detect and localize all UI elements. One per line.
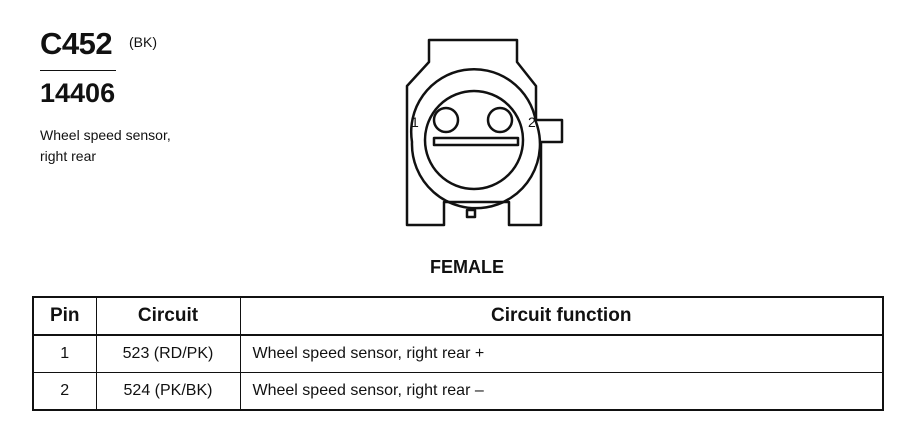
description-line-1: Wheel speed sensor, bbox=[40, 127, 171, 143]
part-number: 14406 bbox=[40, 78, 116, 108]
table-row: 1 523 (RD/PK) Wheel speed sensor, right … bbox=[32, 334, 884, 373]
connector-face-drawing bbox=[405, 38, 564, 227]
terminal-slot bbox=[432, 136, 520, 147]
pin-cavity-1 bbox=[432, 106, 460, 134]
bottom-notch bbox=[465, 208, 477, 219]
cell-function: Wheel speed sensor, right rear + bbox=[239, 334, 884, 373]
header-circuit: Circuit bbox=[95, 296, 241, 336]
header-divider bbox=[40, 70, 116, 71]
pin-label-2: 2 bbox=[528, 114, 536, 130]
header-circuit-function: Circuit function bbox=[239, 296, 884, 336]
cell-circuit: 523 (RD/PK) bbox=[95, 334, 241, 373]
pinout-table: Pin Circuit Circuit function 1 523 (RD/P… bbox=[32, 296, 884, 411]
pin-label-1: 1 bbox=[411, 114, 419, 130]
cell-pin: 1 bbox=[32, 334, 97, 373]
table-header-row: Pin Circuit Circuit function bbox=[32, 296, 884, 336]
connector-body-outer-ring bbox=[410, 68, 542, 210]
connector-id: C452 bbox=[40, 26, 113, 61]
pin-cavity-2 bbox=[486, 106, 514, 134]
color-code: (BK) bbox=[129, 34, 157, 50]
connector-body-inner-ring bbox=[423, 89, 525, 191]
description-line-2: right rear bbox=[40, 148, 97, 164]
cell-pin: 2 bbox=[32, 372, 97, 411]
header-pin: Pin bbox=[32, 296, 97, 336]
connector-housing-outline bbox=[405, 38, 564, 227]
cell-function: Wheel speed sensor, right rear – bbox=[239, 372, 884, 411]
connector-gender-label: FEMALE bbox=[430, 257, 504, 277]
cell-circuit: 524 (PK/BK) bbox=[95, 372, 241, 411]
table-row: 2 524 (PK/BK) Wheel speed sensor, right … bbox=[32, 372, 884, 411]
